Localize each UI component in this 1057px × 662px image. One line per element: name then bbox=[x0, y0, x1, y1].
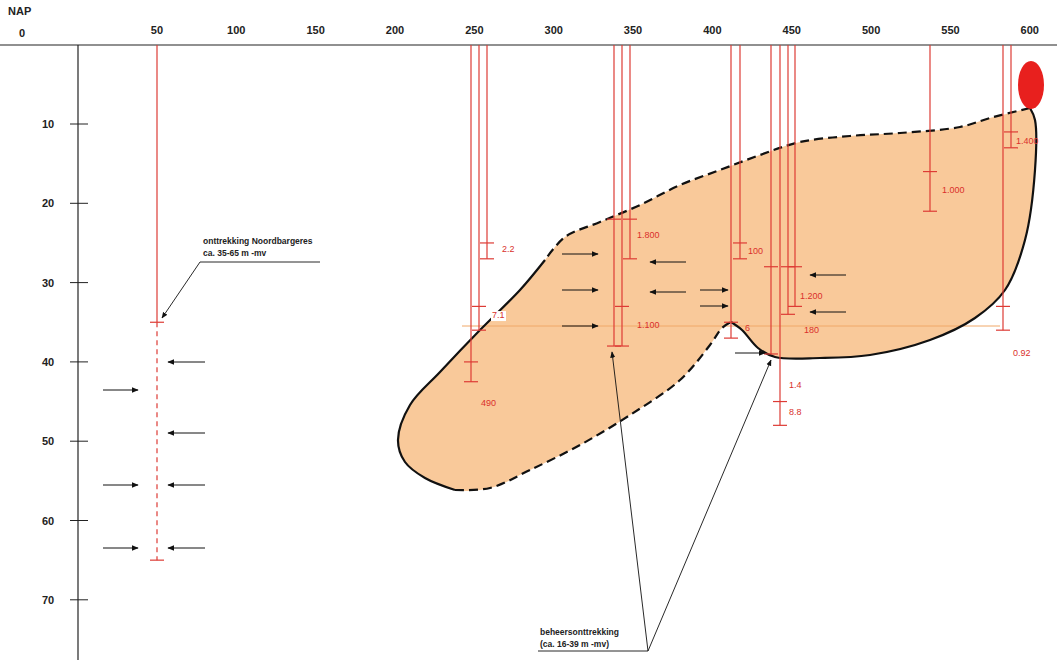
well bbox=[773, 45, 787, 425]
well-value: 180 bbox=[804, 326, 819, 336]
note-text: ca. 35-65 m -mv bbox=[203, 249, 266, 258]
leader-line bbox=[200, 262, 320, 263]
source-zone bbox=[1018, 61, 1044, 109]
axis-line bbox=[77, 45, 78, 660]
flow-arrow bbox=[103, 390, 138, 391]
axis-label: 0 bbox=[19, 27, 25, 39]
axis-label: 200 bbox=[386, 24, 404, 36]
flow-arrow bbox=[650, 262, 686, 263]
well bbox=[996, 45, 1010, 330]
axis-label: NAP bbox=[8, 5, 31, 17]
axis-label: 40 bbox=[42, 356, 54, 368]
well bbox=[1004, 45, 1018, 148]
axis-label: 20 bbox=[42, 197, 54, 209]
axis-label: 150 bbox=[306, 24, 324, 36]
axis-label: 30 bbox=[42, 277, 54, 289]
well bbox=[733, 45, 747, 259]
axis-label: 250 bbox=[465, 24, 483, 36]
axis-label: 350 bbox=[624, 24, 642, 36]
flow-arrow bbox=[700, 306, 728, 307]
axis-label: 100 bbox=[227, 24, 245, 36]
well bbox=[623, 45, 637, 259]
leader-line bbox=[648, 360, 771, 651]
axis-tick bbox=[70, 203, 88, 204]
well-value: 100 bbox=[748, 247, 763, 257]
axis-label: 300 bbox=[545, 24, 563, 36]
well-value: 7.1 bbox=[491, 311, 506, 321]
axis-tick bbox=[70, 520, 88, 521]
well-value: 1.000 bbox=[942, 186, 965, 196]
note-text: onttrekking Noordbargeres bbox=[203, 237, 313, 246]
axis-label: 450 bbox=[783, 24, 801, 36]
well bbox=[764, 45, 778, 354]
axis-tick bbox=[70, 124, 88, 125]
flow-arrow bbox=[650, 292, 686, 293]
well-value: 0.92 bbox=[1013, 349, 1031, 359]
axis-label: 600 bbox=[1021, 24, 1039, 36]
flow-arrow bbox=[810, 275, 846, 276]
well-value: 1.200 bbox=[800, 292, 823, 302]
axis-tick bbox=[70, 282, 88, 283]
well-value: 490 bbox=[481, 399, 496, 409]
plume-outline bbox=[455, 322, 731, 490]
flow-arrow bbox=[562, 254, 598, 255]
well bbox=[472, 45, 486, 330]
well-value: 2.2 bbox=[502, 245, 515, 255]
flow-arrow bbox=[562, 290, 598, 291]
well bbox=[480, 45, 494, 259]
axis-tick bbox=[70, 441, 88, 442]
plume-area bbox=[398, 108, 1036, 491]
axis-label: 550 bbox=[941, 24, 959, 36]
well-value: 1.400 bbox=[1016, 137, 1039, 147]
flow-arrow bbox=[168, 433, 205, 434]
axis-label: 400 bbox=[703, 24, 721, 36]
plume-outline bbox=[731, 108, 1036, 359]
well bbox=[150, 45, 164, 560]
flow-arrow bbox=[700, 290, 728, 291]
well bbox=[615, 45, 629, 346]
well bbox=[464, 45, 478, 382]
axis-tick bbox=[70, 599, 88, 600]
flow-arrow bbox=[168, 548, 205, 549]
well-value: 8.8 bbox=[789, 408, 802, 418]
axis-label: 50 bbox=[42, 435, 54, 447]
flow-arrow bbox=[168, 485, 205, 486]
axis-label: 60 bbox=[42, 514, 54, 526]
note-text: (ca. 16-39 m -mv) bbox=[540, 640, 609, 649]
flow-arrow bbox=[735, 353, 765, 354]
well-value: 1.800 bbox=[637, 231, 660, 241]
leader-line bbox=[538, 651, 648, 652]
axis-line bbox=[0, 44, 1057, 45]
axis-label: 50 bbox=[151, 24, 163, 36]
axis-tick bbox=[70, 361, 88, 362]
note-text: beheersonttrekking bbox=[540, 628, 619, 637]
well-value: 1.100 bbox=[637, 321, 660, 331]
well bbox=[607, 45, 621, 346]
flow-arrow bbox=[168, 362, 205, 363]
axis-label: 70 bbox=[42, 594, 54, 606]
axis-label: 500 bbox=[862, 24, 880, 36]
well-value: 6 bbox=[745, 324, 750, 334]
flow-arrow bbox=[103, 485, 138, 486]
well bbox=[781, 45, 795, 314]
flow-arrow bbox=[562, 326, 598, 327]
well bbox=[923, 45, 937, 211]
well bbox=[724, 45, 738, 338]
flow-arrow bbox=[103, 548, 138, 549]
leader-line bbox=[612, 352, 648, 651]
flow-arrow bbox=[810, 312, 846, 313]
axis-label: 10 bbox=[42, 118, 54, 130]
leader-line bbox=[162, 262, 200, 318]
well-value: 1.4 bbox=[789, 381, 802, 391]
well bbox=[788, 45, 802, 306]
